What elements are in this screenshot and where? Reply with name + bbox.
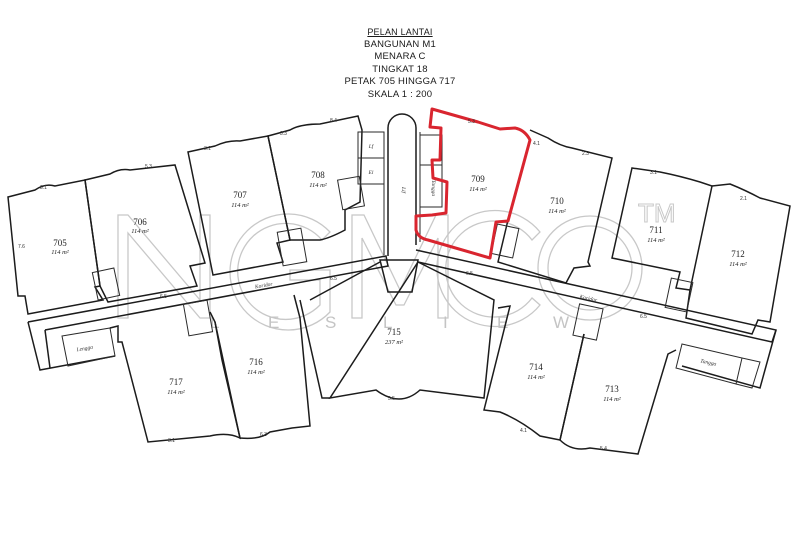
unit-706-outline — [84, 164, 206, 303]
unit-709-highlight — [414, 107, 532, 260]
watermark-tm: TM — [638, 198, 676, 228]
svg-text:W: W — [553, 313, 569, 332]
svg-text:114 m²: 114 m² — [131, 228, 150, 235]
tower-name: MENARA C — [374, 51, 426, 62]
right-corridor — [415, 249, 777, 343]
svg-text:Koridor: Koridor — [578, 294, 598, 304]
svg-text:114 m²: 114 m² — [527, 374, 546, 381]
building-name: BANGUNAN M1 — [364, 38, 436, 50]
unit-range: PETAK 705 HINGGA 717 — [344, 76, 456, 87]
plan-title-block: PELAN LANTAI BANGUNAN M1 MENARA C TINGKA… — [0, 26, 800, 101]
svg-text:717: 717 — [169, 377, 183, 387]
svg-text:706: 706 — [133, 217, 147, 227]
svg-text:8.4: 8.4 — [330, 118, 337, 124]
floor-level: TINGKAT 18 — [372, 63, 428, 75]
svg-text:2.1: 2.1 — [740, 196, 747, 202]
svg-text:Lif: Lif — [400, 186, 407, 195]
svg-text:707: 707 — [233, 190, 247, 200]
unit-715-outline — [309, 261, 495, 400]
drawing-scale: SKALA 1 : 200 — [367, 88, 433, 100]
svg-text:7.6: 7.6 — [18, 244, 25, 250]
svg-text:114 m²: 114 m² — [603, 396, 622, 403]
svg-text:Lengga: Lengga — [75, 345, 94, 354]
svg-text:5.3: 5.3 — [145, 164, 152, 170]
unit-712-outline — [685, 183, 791, 335]
svg-text:6.5: 6.5 — [330, 276, 337, 282]
svg-text:S: S — [325, 313, 336, 332]
svg-text:3.3: 3.3 — [280, 131, 287, 137]
left-wing — [7, 115, 389, 443]
unit-710-outline — [497, 129, 613, 284]
svg-text:715: 715 — [387, 327, 401, 337]
plan-heading: PELAN LANTAI — [367, 27, 433, 37]
svg-text:2.3: 2.3 — [582, 151, 589, 157]
svg-text:114 m²: 114 m² — [469, 186, 488, 193]
svg-text:237 m²: 237 m² — [385, 339, 404, 346]
svg-text:705: 705 — [53, 238, 67, 248]
svg-text:711: 711 — [649, 225, 662, 235]
svg-text:5.3: 5.3 — [468, 119, 475, 125]
room-labels: Koridor Koridor Lengga Tangga Lif Tangga… — [75, 143, 717, 368]
right-wing — [415, 129, 791, 455]
unit-708-outline — [267, 115, 363, 241]
svg-text:114 m²: 114 m² — [647, 237, 666, 244]
svg-text:Koridor: Koridor — [254, 281, 274, 290]
svg-text:E: E — [497, 313, 508, 332]
svg-text:6.5: 6.5 — [466, 271, 473, 277]
svg-text:114 m²: 114 m² — [729, 261, 748, 268]
svg-text:4.1: 4.1 — [533, 141, 540, 147]
dimension-marks: 3.1 7.6 5.3 3.1 3.3 8.4 5.3 4.1 2.3 3.1 … — [18, 118, 747, 452]
svg-text:El: El — [368, 170, 374, 176]
unit-705-outline — [7, 179, 105, 315]
unit-716-outline — [214, 294, 311, 440]
watermark: TM L E S L I E W — [117, 198, 676, 332]
svg-text:114 m²: 114 m² — [231, 202, 250, 209]
svg-text:Tangga: Tangga — [700, 358, 717, 367]
unit-714-outline — [483, 305, 585, 441]
svg-text:712: 712 — [731, 249, 745, 259]
svg-text:5.4: 5.4 — [600, 446, 607, 452]
lift-core — [379, 113, 443, 293]
svg-text:114 m²: 114 m² — [309, 182, 328, 189]
svg-text:713: 713 — [605, 384, 619, 394]
svg-text:Tangga: Tangga — [430, 180, 436, 197]
svg-text:114 m²: 114 m² — [247, 369, 266, 376]
svg-text:3.1: 3.1 — [40, 185, 47, 191]
svg-text:L: L — [383, 313, 392, 332]
svg-text:6.5: 6.5 — [160, 294, 167, 300]
svg-text:3.1: 3.1 — [650, 170, 657, 176]
left-corridor — [27, 255, 389, 331]
unit-707-outline — [187, 135, 291, 276]
svg-text:114 m²: 114 m² — [548, 208, 567, 215]
svg-text:4.1: 4.1 — [520, 428, 527, 434]
svg-text:3.1: 3.1 — [168, 438, 175, 444]
svg-text:714: 714 — [529, 362, 543, 372]
unit-713-outline — [559, 333, 677, 455]
svg-text:6.5: 6.5 — [640, 314, 647, 320]
svg-text:114 m²: 114 m² — [51, 249, 70, 256]
svg-text:710: 710 — [550, 196, 564, 206]
svg-text:Lf: Lf — [368, 143, 375, 150]
svg-text:6.3: 6.3 — [260, 432, 267, 438]
svg-text:I: I — [443, 313, 448, 332]
svg-text:709: 709 — [471, 174, 485, 184]
unit-labels: 705 114 m² 706 114 m² 707 114 m² 708 114… — [51, 170, 748, 403]
svg-text:114 m²: 114 m² — [167, 389, 186, 396]
svg-text:E: E — [268, 313, 279, 332]
svg-text:3.1: 3.1 — [204, 146, 211, 152]
svg-text:5.5: 5.5 — [388, 396, 395, 402]
svg-text:708: 708 — [311, 170, 325, 180]
unit-711-outline — [611, 167, 713, 291]
svg-text:716: 716 — [249, 357, 263, 367]
